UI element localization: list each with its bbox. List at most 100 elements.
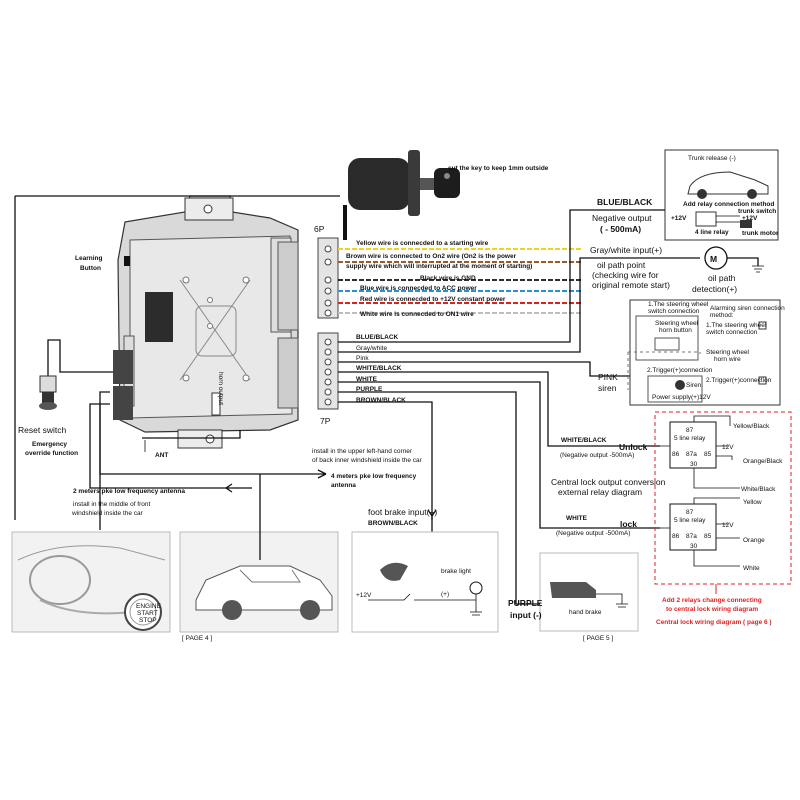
alarm-control-unit: horn output (113, 195, 299, 449)
siren-opt2: 2.Trigger(+)connection (706, 377, 772, 384)
ant-label: ANT (155, 452, 168, 459)
relay-note-3: Central lock wiring diagram ( page 6 ) (656, 619, 772, 626)
learning-button-label-1: Learning (75, 255, 102, 262)
oil-point-3: original remote start) (592, 280, 670, 290)
relay2-12v: 12V (722, 522, 734, 529)
brake-arrow (427, 509, 437, 520)
siren-opt1: 1.The steering wheel (706, 322, 767, 329)
siren-method-title: Alarming siren connection (710, 305, 785, 312)
oil-point-2: (checking wire for (592, 270, 659, 280)
start-stop-1: ENGINE (136, 603, 162, 610)
wire7-purple: PURPLE (356, 386, 383, 393)
reset-wire (47, 339, 113, 376)
conversion-1: Central lock output conversion (551, 477, 666, 487)
relay1-yellow-black: Yellow/Black (733, 423, 770, 430)
trunk-release-box (664, 149, 779, 241)
blue-black-label: BLUE/BLACK (597, 197, 653, 207)
wire7-gray-white: Gray/white (356, 345, 387, 352)
ant-wire (142, 430, 241, 439)
wire-white-text: White wire is connecded to ON1 wire (360, 311, 474, 318)
oil-input: Gray/white input(+) (590, 245, 662, 255)
relay1-12v: 12V (722, 444, 734, 451)
reset-emergency-2: override function (25, 450, 78, 457)
wire7-white: WHITE (356, 376, 378, 383)
brake-plus12: +12V (356, 592, 372, 599)
hand-brake-illustration (539, 552, 639, 632)
hand-brake-label: hand brake (569, 609, 602, 616)
page-right: [ PAGE 5 ] (583, 635, 613, 642)
siren-steer-horn: Steering wheel (706, 349, 750, 356)
antenna4-title-2: antenna (331, 482, 356, 489)
relay1-orange-black: Orange/Black (743, 458, 783, 465)
siren-method-title-2: method: (710, 312, 734, 319)
relay2-orange: Orange (743, 537, 765, 544)
brake-light: brake light (441, 568, 471, 575)
trunk-add-relay: Add relay connection method (683, 201, 774, 208)
wire-red-text: Red wire is connecded to +12V constant p… (360, 296, 506, 303)
relay-1 (660, 415, 733, 478)
wire-black-text: Black wire is GND (420, 275, 476, 282)
antenna2-install-1: install in the middle of front (73, 501, 151, 508)
oil-detect-1: oil path (708, 273, 736, 283)
wire-yellow-text: Yellow wire is connecded to a starting w… (356, 240, 489, 247)
trunk-title: Trunk release (-) (688, 155, 736, 162)
relay2-87: 87 (686, 509, 694, 516)
purple-label: PURPLE (508, 598, 543, 608)
antenna2-install-2: windshield inside the car (71, 510, 144, 517)
connector-7p (317, 332, 339, 410)
unlock-desc: (Negative output -500mA) (560, 452, 634, 459)
relay2-yellow: Yellow (743, 499, 762, 506)
relay1-30: 30 (690, 461, 698, 468)
conversion-2: external relay diagram (558, 487, 642, 497)
pink-siren: siren (598, 383, 617, 393)
relay1-name: 5 line relay (674, 435, 706, 442)
siren-opt1b: switch connection (706, 329, 758, 336)
relay1-white-black: White/Black (741, 486, 776, 493)
antenna4-title-1: 4 meters pke low frequency (331, 473, 417, 480)
siren-connection-box (627, 299, 781, 406)
learning-button-mark (124, 256, 130, 266)
relay2-85: 85 (704, 533, 712, 540)
siren-trigger: 2.Trigger(+)connection (647, 367, 713, 374)
relay1-86: 86 (672, 451, 680, 458)
purple-input: input (-) (510, 610, 542, 620)
page-left: [ PAGE 4 ] (182, 635, 212, 642)
dashboard-illustration (11, 531, 171, 633)
relay-note-1: Add 2 relays change connecting (662, 597, 762, 604)
relay1-85: 85 (704, 451, 712, 458)
siren-power: Power supply(+)12V (652, 394, 711, 401)
siren-steer-horn-2: horn wire (714, 356, 741, 363)
relay1-87a: 87a (686, 451, 697, 458)
unlock-title: Unlock (619, 442, 648, 452)
learning-button-label-2: Button (80, 265, 101, 272)
wire-brown-text-1: Brown wire is connected to On2 wire (On2… (346, 253, 517, 260)
relay2-86: 86 (672, 533, 680, 540)
wire-blue-text: Blue wire is connecded to ACC power (360, 285, 477, 292)
brake-foot: foot brake input(+) (368, 507, 437, 517)
connector-7p-label: 7P (320, 416, 331, 426)
blue-black-desc-2: ( - 500mA) (600, 224, 641, 234)
brake-plus: (+) (441, 591, 449, 598)
reset-label: Reset switch (18, 425, 66, 435)
connector-6p (317, 237, 339, 319)
wire7-brown-black: BROWN/BLACK (356, 397, 406, 404)
start-stop-3: STOP (139, 617, 157, 624)
car-illustration (179, 531, 339, 633)
antenna4-install-2: of back inner windshield inside the car (312, 457, 423, 464)
pink-label: PINK (598, 372, 618, 382)
trunk-motor: trunk motor (742, 230, 779, 237)
key-note: cut the key to keep 1mm outside (448, 165, 549, 172)
trunk-switch: trunk switch (738, 208, 776, 215)
trunk-plus12: +12V (671, 215, 687, 222)
relay2-name: 5 line relay (674, 517, 706, 524)
siren-horn-button: Steering wheel (655, 320, 699, 327)
connector-6p-label: 6P (314, 224, 325, 234)
blue-black-desc-1: Negative output (592, 213, 652, 223)
seven-pin-wires (338, 209, 630, 604)
siren-title-1: 1.The steering wheel (648, 301, 709, 308)
reset-switch-illustration (39, 375, 57, 410)
antenna2-title: 2 meters pke low frequency antenna (73, 488, 185, 495)
reset-emergency-1: Emergency (32, 441, 67, 448)
wire-brown-text-2: supply wire which will interrupted at th… (346, 263, 532, 270)
